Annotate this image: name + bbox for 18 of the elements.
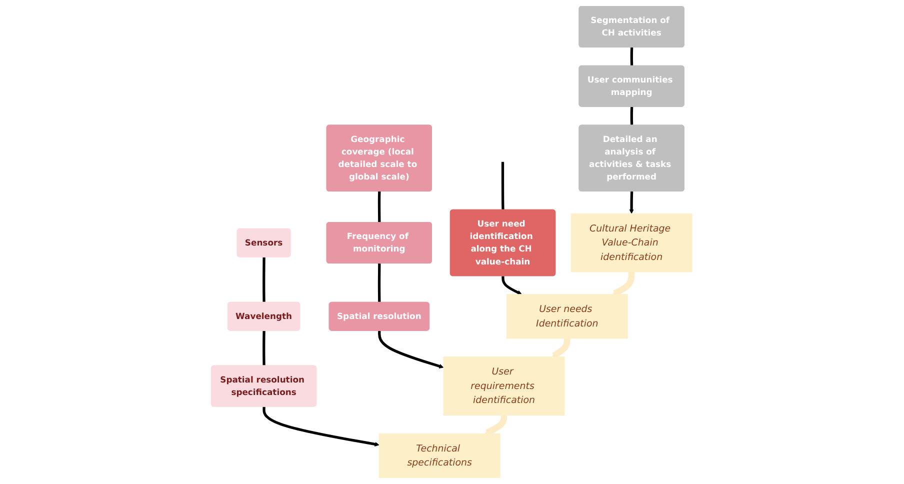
node-box: Cultural Heritage Value-Chain identification	[571, 213, 693, 272]
arrow	[263, 406, 380, 446]
connector	[378, 191, 382, 223]
connector	[262, 257, 266, 302]
connector	[502, 162, 505, 210]
arrow	[502, 276, 522, 295]
arrow	[485, 414, 508, 436]
arrow	[612, 271, 636, 296]
connector	[378, 264, 382, 302]
connector	[630, 106, 634, 126]
arrow	[630, 191, 634, 214]
arrow	[378, 330, 444, 368]
node-box: User needs Identification	[506, 294, 628, 339]
connector	[630, 47, 634, 66]
node-box: Technical specifications	[379, 433, 501, 478]
arrow	[552, 336, 571, 358]
node-box: User requirements identification	[444, 356, 566, 416]
connector	[262, 330, 266, 366]
